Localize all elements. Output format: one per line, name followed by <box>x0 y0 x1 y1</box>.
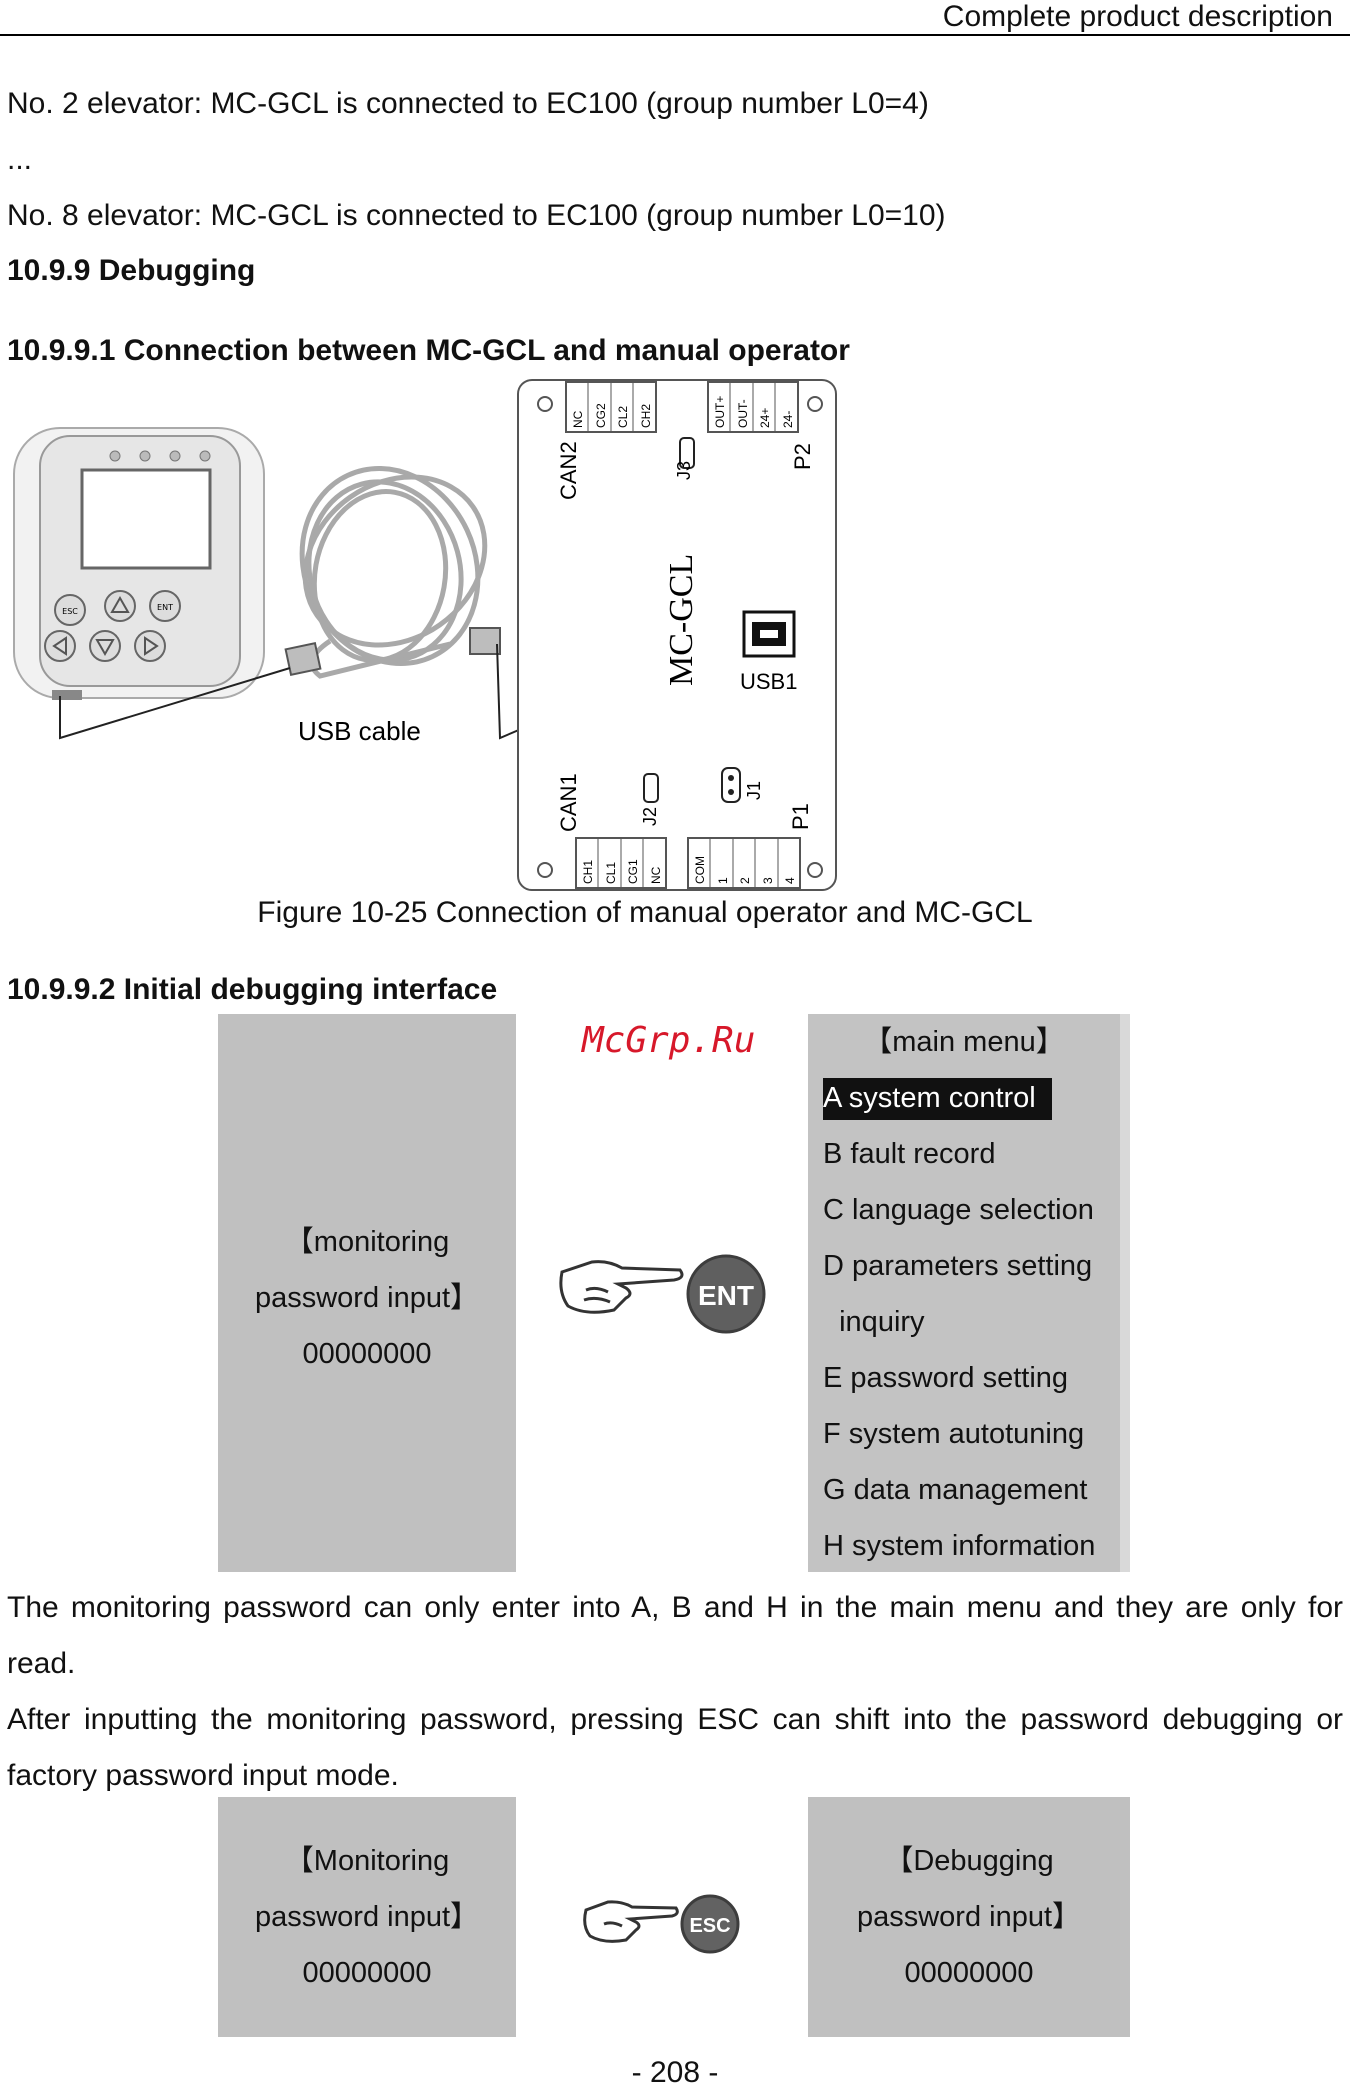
pin-label: 1 <box>716 877 730 884</box>
pin-label: 2 <box>738 877 752 884</box>
screen-title-line-2: password input】 <box>856 1901 1082 1933</box>
subsection-heading-1: 10.9.9.1 Connection between MC-GCL and m… <box>7 334 850 367</box>
pin-label: COM <box>693 856 707 884</box>
screen-title-line-1: 【Debugging <box>884 1845 1054 1877</box>
pin-label: 24+ <box>758 408 772 428</box>
menu-item-parameters-inquiry[interactable]: inquiry <box>823 1306 925 1338</box>
j2-label: J2 <box>640 807 660 826</box>
usb-cable-label: USB cable <box>298 716 421 746</box>
pin-label: CH2 <box>639 404 653 428</box>
password-value: 00000000 <box>302 1338 432 1370</box>
section-heading: 10.9.9 Debugging <box>7 254 256 287</box>
press-ent-illustration: ENT <box>559 1254 766 1334</box>
pin-label: NC <box>649 866 663 884</box>
running-header: Complete product description <box>942 0 1333 33</box>
menu-item-password-setting[interactable]: E password setting <box>823 1362 1069 1394</box>
screen-title-line-2: password input】 <box>254 1282 480 1314</box>
menu-item-fault-record[interactable]: B fault record <box>823 1138 996 1170</box>
figure-caption: Figure 10-25 Connection of manual operat… <box>257 896 1033 929</box>
usb-cable-coil <box>299 466 488 679</box>
screen-title-line-2: password input】 <box>254 1901 480 1933</box>
pin-label: CG2 <box>594 403 608 428</box>
paragraph-esc-shift: After inputting the monitoring password,… <box>7 1703 1343 1792</box>
screen-title-line-1: 【monitoring <box>284 1226 450 1258</box>
press-esc-illustration: ESC <box>583 1894 740 1954</box>
pin-label: 4 <box>783 877 797 884</box>
menu-item-label: A system control <box>823 1078 1052 1120</box>
connection-figure: ESC ENT USB cable NC CG2 CL2 <box>0 376 850 896</box>
menu-item-data-management[interactable]: G data management <box>823 1474 1088 1506</box>
pin-label: NC <box>571 410 585 428</box>
usb1-label: USB1 <box>740 669 797 694</box>
pin-label: 3 <box>761 877 775 884</box>
menu-item-system-autotuning[interactable]: F system autotuning <box>823 1418 1085 1450</box>
pin-label: 24- <box>781 411 795 428</box>
monitoring-password-screen: 【monitoring password input】 00000000 <box>218 1014 516 1572</box>
pin-label: OUT+ <box>713 396 727 428</box>
can1-label: CAN1 <box>556 773 581 832</box>
main-menu-panel: 【main menu】 A system control B fault rec… <box>808 1014 1130 1572</box>
screen-title-line-1: 【Monitoring <box>284 1845 450 1877</box>
watermark: McGrp.Ru <box>582 1020 756 1061</box>
menu-title: 【main menu】 <box>863 1026 1065 1058</box>
manual-operator-device: ESC ENT <box>13 427 265 700</box>
menu-item-language-selection[interactable]: C language selection <box>823 1194 1094 1226</box>
j1-label: J1 <box>744 781 764 800</box>
menu-item-system-information[interactable]: H system information <box>823 1530 1096 1562</box>
header-rule <box>0 34 1350 36</box>
intro-ellipsis: ... <box>7 143 33 176</box>
page-number: - 208 - <box>631 2056 719 2089</box>
pointing-hand-icon <box>583 1900 679 1943</box>
password-value: 00000000 <box>904 1957 1034 1989</box>
monitoring-password-screen-2: 【Monitoring password input】 00000000 <box>218 1797 516 2037</box>
pin-label: CG1 <box>626 859 640 884</box>
can2-label: CAN2 <box>556 441 581 500</box>
p1-label: P1 <box>788 803 813 830</box>
mc-gcl-board: NC CG2 CL2 CH2 OUT+ OUT- 24+ 24- CAN2 J3… <box>517 379 837 891</box>
esc-key-icon: ESC <box>689 1915 730 1937</box>
p2-label: P2 <box>790 443 815 470</box>
intro-line-2: No. 8 elevator: MC-GCL is connected to E… <box>7 199 946 232</box>
pin-label: CL2 <box>616 406 630 428</box>
subsection-heading-2: 10.9.9.2 Initial debugging interface <box>7 973 498 1006</box>
board-title: MC-GCL <box>663 554 700 686</box>
menu-item-system-control[interactable]: A system control <box>808 1070 1120 1126</box>
j3-label: J3 <box>674 461 694 480</box>
password-value: 00000000 <box>302 1957 432 1989</box>
menu-item-parameters-setting[interactable]: D parameters setting <box>823 1250 1093 1282</box>
pin-label: CH1 <box>581 860 595 884</box>
pin-label: OUT- <box>736 399 750 428</box>
pin-label: CL1 <box>604 862 618 884</box>
ent-key-label: ENT <box>157 603 173 612</box>
esc-key-label: ESC <box>62 607 78 616</box>
ent-key-icon: ENT <box>698 1280 754 1311</box>
debugging-password-screen: 【Debugging password input】 00000000 <box>808 1797 1130 2037</box>
pointing-hand-icon <box>559 1260 684 1314</box>
intro-line-1: No. 2 elevator: MC-GCL is connected to E… <box>7 87 929 120</box>
paragraph-monitoring-access: The monitoring password can only enter i… <box>7 1591 1343 1680</box>
